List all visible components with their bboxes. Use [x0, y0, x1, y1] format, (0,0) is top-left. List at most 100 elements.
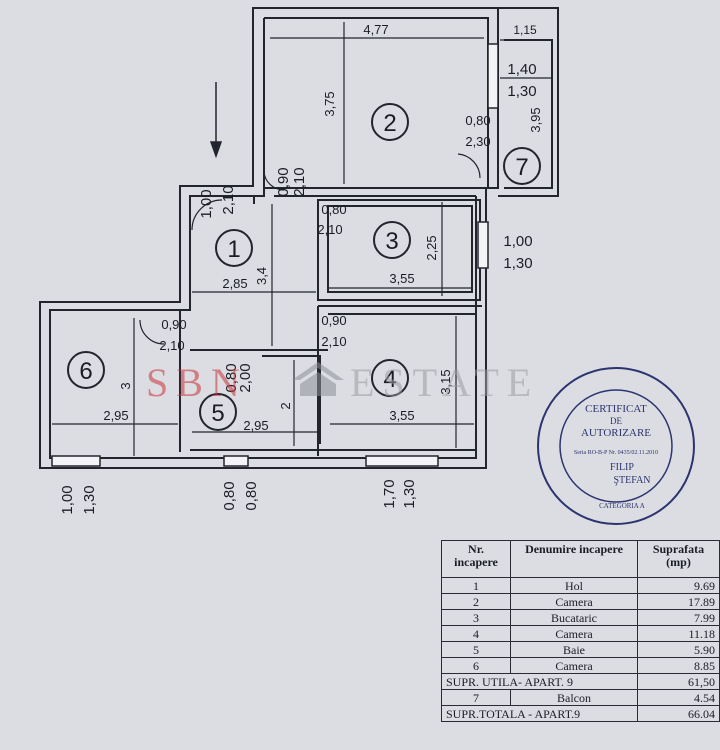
dim-balcony-height: 3,95: [528, 107, 543, 132]
table-row: 5 Baie 5.90: [441, 641, 720, 658]
row-name: Camera: [510, 625, 638, 642]
vertical-dimension-labels: 3,75 3,95 1,00 2,10 0,90 2,10 2,25 3,4 0…: [59, 91, 543, 514]
room-markers: [67, 103, 541, 431]
supr-totala-label: SUPR.TOTALA - APART.9: [441, 705, 638, 722]
header-area: Suprafata (mp): [637, 540, 720, 578]
stamp-name2: ŞTEFAN: [613, 475, 650, 486]
row-name: Bucataric: [510, 609, 638, 626]
dim-r3-win-b: 1,30: [503, 255, 532, 272]
row-area: 8.85: [637, 657, 720, 674]
dim-r6-width: 2,95: [103, 408, 128, 423]
dim-r3-door-b: 2,10: [317, 222, 342, 237]
table-row: 4 Camera 11.18: [441, 625, 720, 642]
dim-win6-b: 1,30: [81, 485, 98, 514]
dim-r5-door-b: 2,00: [237, 363, 254, 392]
header-name: Denumire incapere: [510, 540, 638, 578]
entry-arrow: [209, 82, 223, 159]
dim-r5-width: 2,95: [243, 418, 268, 433]
dim-r4-width: 3,55: [389, 408, 414, 423]
balcony-area: 4.54: [637, 689, 720, 706]
row-name: Camera: [510, 657, 638, 674]
dim-r2-door-b: 2,30: [465, 134, 490, 149]
watermark: SBN ESTATE: [146, 360, 539, 405]
stamp-name1: FILIP: [610, 462, 634, 473]
dim-r6-height: 3: [118, 382, 133, 389]
row-area: 11.18: [637, 625, 720, 642]
stamp-serial: Seria RO-B-P Nr. 0435/02.11.2010: [574, 450, 658, 456]
row-name: Hol: [510, 577, 638, 594]
row-nr: 2: [441, 593, 511, 610]
dim-r2-width: 4,77: [363, 22, 388, 37]
dim-r5-height: 2: [278, 402, 293, 409]
walls: [39, 7, 559, 469]
header-nr: Nr. incapere: [441, 540, 511, 578]
supr-utila-row: SUPR. UTILA- APART. 9 61,50: [441, 673, 720, 690]
dimension-labels: 4,77 0,80 2,30 1,15 1,40 1,30 0,80 2,10 …: [103, 22, 537, 433]
dim-entry-a: 1,00: [198, 189, 215, 218]
table-row: 6 Camera 8.85: [441, 657, 720, 674]
dim-r3-height: 2,25: [424, 235, 439, 260]
row-nr: 4: [441, 625, 511, 642]
dim-r3-win-a: 1,00: [503, 233, 532, 250]
room-5-number: 5: [211, 400, 224, 427]
dim-hall-door-b: 2,10: [291, 167, 308, 196]
dim-balcony-win-b: 1,30: [507, 83, 536, 100]
area-table: Nr. incapere Denumire incapere Suprafata…: [441, 540, 720, 722]
dim-r4-height: 3,15: [438, 369, 453, 394]
dim-hall-width: 2,85: [222, 276, 247, 291]
dim-r4-door-b: 2,10: [321, 334, 346, 349]
dim-r4-door-a: 0,90: [321, 313, 346, 328]
room-6-number: 6: [79, 358, 92, 385]
row-nr: 3: [441, 609, 511, 626]
dim-win5-b: 0,80: [243, 481, 260, 510]
watermark-estate: ESTATE: [350, 360, 539, 405]
stamp-line3: AUTORIZARE: [581, 427, 651, 439]
dim-hall-door-a: 0,90: [275, 167, 292, 196]
table-row: 3 Bucataric 7.99: [441, 609, 720, 626]
supr-utila-value: 61,50: [637, 673, 720, 690]
room-1-number: 1: [227, 236, 240, 263]
table-row: 2 Camera 17.89: [441, 593, 720, 610]
dim-win4-b: 1,30: [401, 479, 418, 508]
room-3-number: 3: [385, 228, 398, 255]
row-nr: 6: [441, 657, 511, 674]
dim-r6-door-b: 2,10: [159, 338, 184, 353]
dim-win5-a: 0,80: [221, 481, 238, 510]
balcony-name: Balcon: [510, 689, 638, 706]
stamp-category: CATEGORIA A: [599, 502, 645, 510]
table-row: 1 Hol 9.69: [441, 577, 720, 594]
room-2-number: 2: [383, 110, 396, 137]
row-name: Baie: [510, 641, 638, 658]
stamp-line2: DE: [610, 416, 622, 426]
watermark-logo-icon: [292, 362, 344, 396]
row-area: 9.69: [637, 577, 720, 594]
stamp-line1: CERTIFICAT: [585, 403, 647, 415]
dim-balcony-win-a: 1,40: [507, 61, 536, 78]
balcony-row: 7 Balcon 4.54: [441, 689, 720, 706]
room-7-number: 7: [515, 154, 528, 181]
dim-r3-door-a: 0,80: [321, 202, 346, 217]
row-name: Camera: [510, 593, 638, 610]
row-nr: 1: [441, 577, 511, 594]
dim-r5-door-a: 0,80: [223, 363, 240, 392]
dim-win4-a: 1,70: [381, 479, 398, 508]
dimension-lines: [52, 22, 552, 456]
room-numbers: 2 3 1 6 5 4 7: [79, 110, 528, 427]
room-4-number: 4: [383, 366, 396, 393]
dim-r3-width: 3,55: [389, 271, 414, 286]
row-area: 17.89: [637, 593, 720, 610]
certificate-stamp: CERTIFICAT DE AUTORIZARE Seria RO-B-P Nr…: [537, 367, 695, 525]
dim-r2-door-a: 0,80: [465, 113, 490, 128]
row-area: 5.90: [637, 641, 720, 658]
supr-totala-value: 66.04: [637, 705, 720, 722]
row-area: 7.99: [637, 609, 720, 626]
windows: [51, 43, 499, 467]
table-header-row: Nr. incapere Denumire incapere Suprafata…: [441, 540, 720, 578]
row-nr: 5: [441, 641, 511, 658]
dim-r6-door-a: 0,90: [161, 317, 186, 332]
dim-balcony-width: 1,15: [513, 23, 537, 37]
door-swings: [139, 153, 481, 345]
watermark-sbn: SBN: [146, 360, 248, 405]
dim-hall-height: 3,4: [254, 267, 269, 285]
